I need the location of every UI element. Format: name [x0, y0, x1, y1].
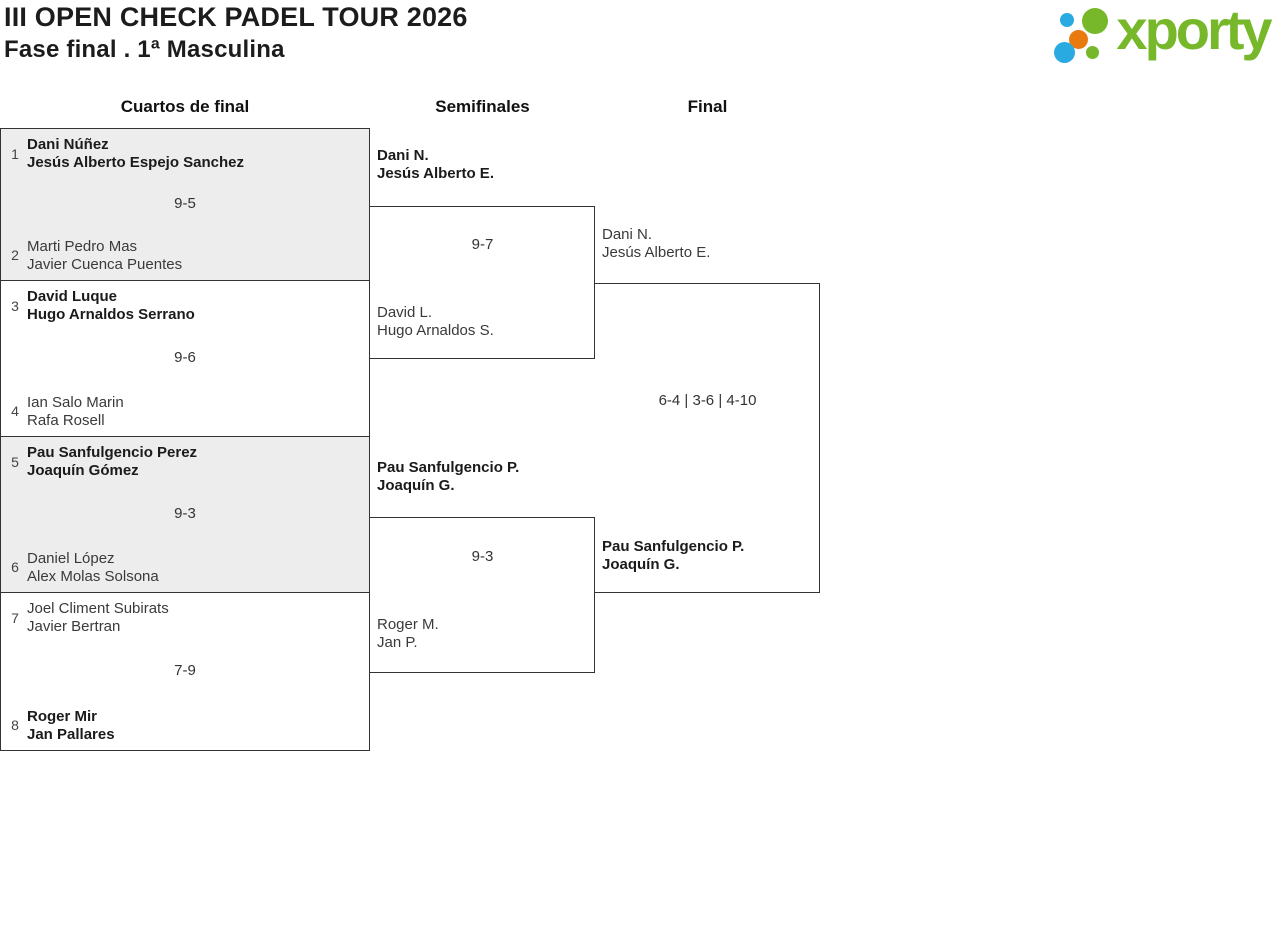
semifinal-match-2[interactable]: [369, 517, 595, 673]
match-score: 9-3: [174, 504, 196, 522]
seed-number: 2: [11, 247, 19, 263]
final-score: 6-4 | 3-6 | 4-10: [658, 392, 757, 409]
semifinal-1-team-top: Dani N. Jesús Alberto E.: [377, 147, 494, 182]
logo-orange-dot-icon: [1069, 30, 1088, 49]
semifinal-2-team-bottom: Roger M. Jan P.: [377, 616, 439, 651]
logo-green-small-dot-icon: [1086, 46, 1099, 59]
team-pair-bottom: Daniel López Alex Molas Solsona: [27, 550, 159, 585]
semifinal-1-team-bottom: David L. Hugo Arnaldos S.: [377, 304, 494, 339]
final-team-bottom: Pau Sanfulgencio P. Joaquín G.: [602, 538, 745, 573]
logo-blue-small-dot-icon: [1060, 13, 1074, 27]
team-pair-top: Joel Climent Subirats Javier Bertran: [27, 600, 169, 635]
team-pair-top: Dani Núñez Jesús Alberto Espejo Sanchez: [27, 136, 245, 171]
seed-number: 8: [11, 717, 19, 733]
round-header-final: Final: [687, 97, 728, 116]
quarterfinal-match-1[interactable]: 1 Dani Núñez Jesús Alberto Espejo Sanche…: [0, 128, 370, 281]
semifinal-2-score: 9-3: [471, 548, 494, 565]
logo-green-large-dot-icon: [1082, 8, 1108, 34]
match-score: 9-6: [174, 348, 196, 366]
logo-blue-large-dot-icon: [1054, 42, 1075, 63]
tournament-title: III OPEN CHECK PADEL TOUR 2026: [4, 2, 468, 32]
seed-number: 4: [11, 403, 19, 419]
quarterfinal-match-4[interactable]: 7 Joel Climent Subirats Javier Bertran 7…: [0, 592, 370, 751]
match-score: 9-5: [174, 194, 196, 212]
category-subtitle: Fase final . 1ª Masculina: [4, 36, 285, 63]
seed-number: 5: [11, 454, 19, 470]
semifinal-2-team-top: Pau Sanfulgencio P. Joaquín G.: [377, 459, 520, 494]
round-header-semifinales: Semifinales: [435, 97, 530, 116]
final-match[interactable]: [595, 283, 820, 593]
seed-number: 1: [11, 146, 19, 162]
team-pair-bottom: Ian Salo Marin Rafa Rosell: [27, 394, 124, 429]
match-score: 7-9: [174, 661, 196, 679]
xporty-logo[interactable]: xporty: [1048, 0, 1276, 75]
quarterfinal-match-3[interactable]: 5 Pau Sanfulgencio Perez Joaquín Gómez 9…: [0, 436, 370, 593]
team-pair-top: David Luque Hugo Arnaldos Serrano: [27, 288, 195, 323]
seed-number: 7: [11, 610, 19, 626]
team-pair-bottom: Roger Mir Jan Pallares: [27, 708, 115, 743]
final-team-top: Dani N. Jesús Alberto E.: [602, 226, 711, 261]
quarterfinal-match-2[interactable]: 3 David Luque Hugo Arnaldos Serrano 9-6 …: [0, 280, 370, 437]
semifinal-1-score: 9-7: [471, 236, 494, 253]
logo-wordmark: xporty: [1116, 0, 1272, 61]
team-pair-top: Pau Sanfulgencio Perez Joaquín Gómez: [27, 444, 198, 479]
round-header-cuartos: Cuartos de final: [120, 97, 250, 116]
seed-number: 6: [11, 559, 19, 575]
seed-number: 3: [11, 298, 19, 314]
semifinal-match-1[interactable]: [369, 206, 595, 359]
team-pair-bottom: Marti Pedro Mas Javier Cuenca Puentes: [27, 238, 183, 273]
